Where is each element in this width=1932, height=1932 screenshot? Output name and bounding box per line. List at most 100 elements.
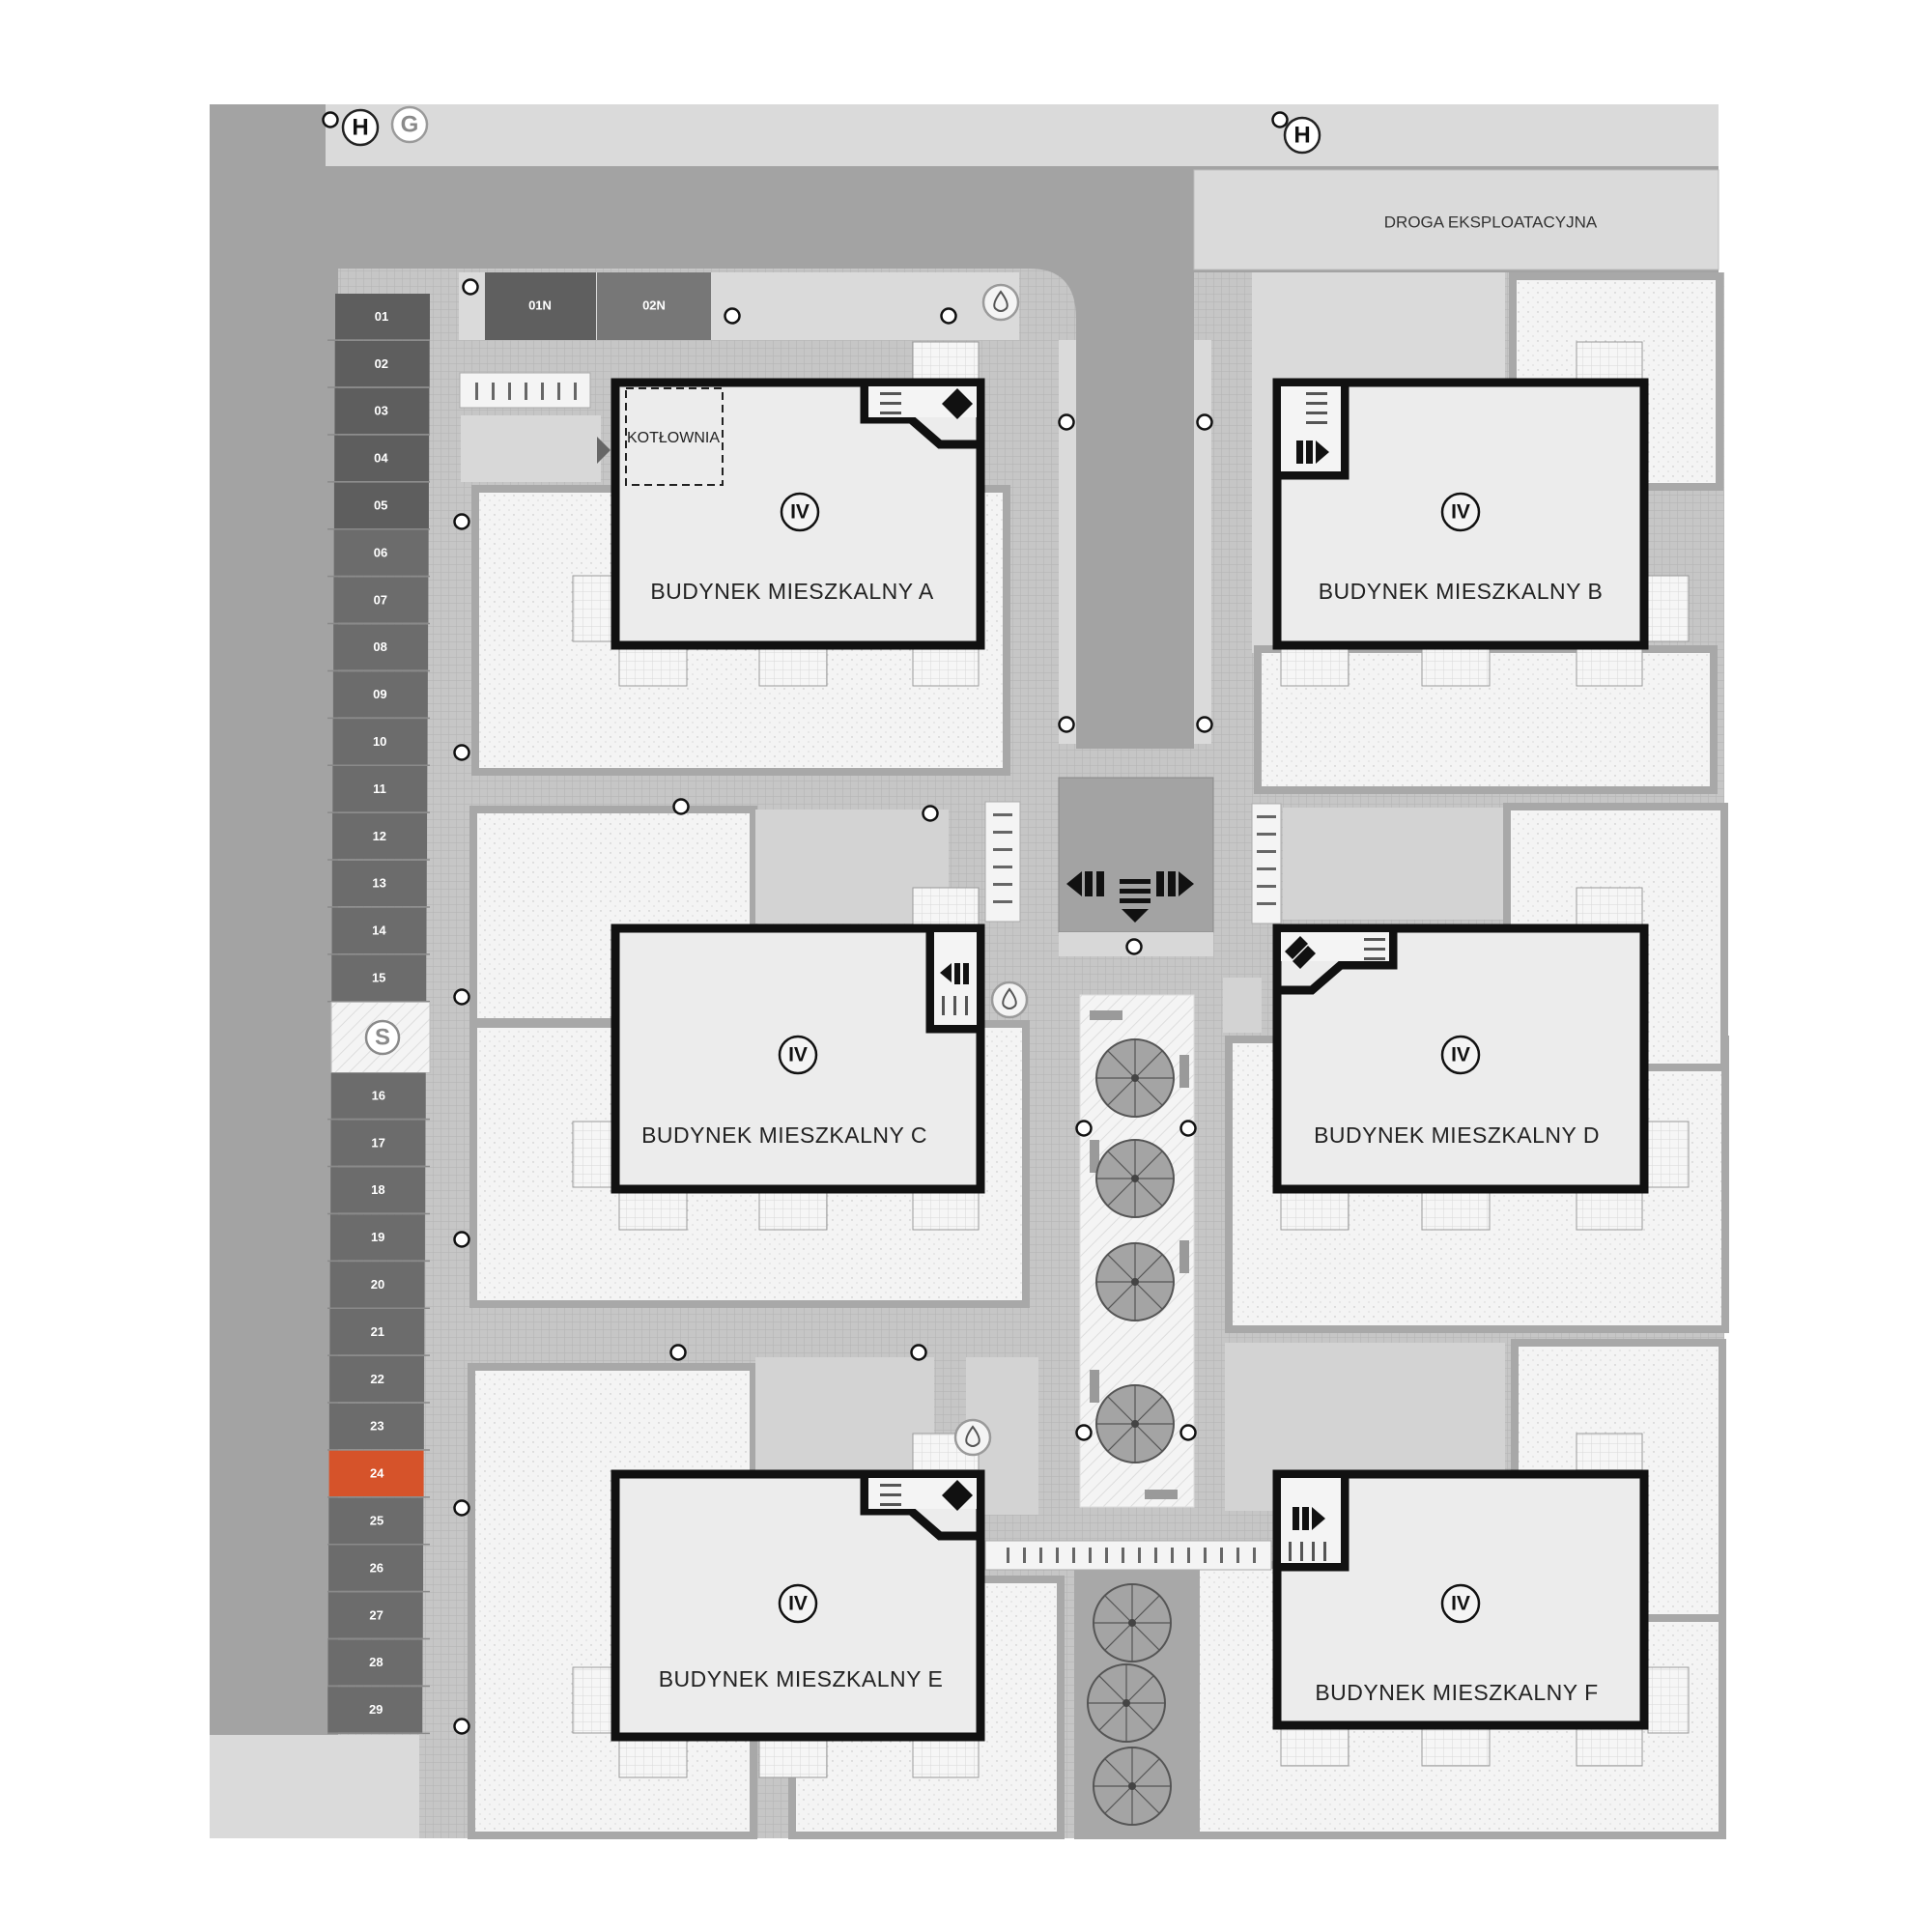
- vehicle-direction-icon: [1066, 871, 1194, 923]
- parking-stall-28[interactable]: 28: [327, 1639, 430, 1688]
- parking-stall-27[interactable]: 27: [327, 1592, 430, 1640]
- lamp-icon: [453, 988, 470, 1006]
- svg-text:19: 19: [371, 1230, 384, 1244]
- svg-text:08: 08: [373, 639, 386, 654]
- lamp-icon: [1058, 716, 1075, 733]
- parking-stall-20[interactable]: 20: [327, 1262, 430, 1309]
- road-label: DROGA EKSPLOATACYJNA: [1384, 213, 1598, 231]
- parking-stall-23[interactable]: 23: [327, 1403, 430, 1451]
- parking-stall-24[interactable]: 24: [327, 1450, 430, 1498]
- floors-badge: [1440, 1035, 1481, 1075]
- lamp-icon: [669, 1344, 687, 1361]
- svg-text:G: G: [401, 111, 419, 137]
- svg-text:22: 22: [370, 1372, 384, 1386]
- lamp-icon: [724, 307, 741, 325]
- hydrant-marker-h1: H: [341, 108, 380, 147]
- top-stall-01N[interactable]: 01N: [485, 272, 596, 340]
- lower-sidewalk: [210, 1735, 419, 1838]
- parking-stall-15[interactable]: 15: [327, 954, 430, 1003]
- parking-stall-11[interactable]: 11: [327, 766, 430, 813]
- parking-stall-26[interactable]: 26: [327, 1545, 430, 1593]
- water-drop-icon: [990, 980, 1029, 1019]
- svg-text:15: 15: [372, 970, 385, 984]
- building-name: BUDYNEK MIESZKALNY E: [659, 1666, 944, 1691]
- svg-text:11: 11: [373, 781, 386, 796]
- boiler-room-entrance-icon: [597, 437, 611, 464]
- parking-stall-04[interactable]: 04: [327, 435, 430, 483]
- parking-stall-17[interactable]: 17: [327, 1120, 430, 1168]
- lamp-icon: [1271, 111, 1289, 128]
- stair-core-e: [860, 1474, 980, 1541]
- building-name: BUDYNEK MIESZKALNY F: [1315, 1680, 1598, 1705]
- svg-text:04: 04: [374, 451, 388, 466]
- parking-stall-06[interactable]: 06: [327, 529, 430, 578]
- lamp-icon: [322, 111, 339, 128]
- bike-rack-c: [984, 801, 1021, 923]
- svg-text:02N: 02N: [642, 298, 666, 312]
- special-stall-icon: [364, 1019, 401, 1056]
- parking-stall-16[interactable]: 16: [327, 1072, 430, 1121]
- building-name: BUDYNEK MIESZKALNY D: [1314, 1122, 1600, 1148]
- tree-icon: [1095, 1242, 1175, 1321]
- svg-text:06: 06: [374, 545, 387, 559]
- floors-label: IV: [790, 501, 810, 524]
- parking-stall-10[interactable]: 10: [327, 719, 430, 766]
- parking-stall-09[interactable]: 09: [327, 671, 430, 720]
- lamp-icon: [1196, 716, 1213, 733]
- parking-stall-01[interactable]: 01: [327, 294, 430, 341]
- parking-stall-22[interactable]: 22: [327, 1355, 430, 1404]
- parking-stall-03[interactable]: 03: [327, 387, 430, 436]
- parking-stall-05[interactable]: 05: [327, 482, 430, 530]
- lamp-icon: [910, 1344, 927, 1361]
- lamp-icon: [672, 798, 690, 815]
- central-road: [1076, 319, 1194, 749]
- bike-rack-d: [1251, 803, 1282, 924]
- parking-stall-12[interactable]: 12: [327, 812, 430, 861]
- boiler-room-outline: [625, 387, 724, 486]
- tree-icon: [1093, 1747, 1172, 1826]
- svg-text:25: 25: [370, 1513, 384, 1527]
- svg-text:09: 09: [373, 687, 386, 701]
- svg-text:01N: 01N: [528, 298, 552, 312]
- parking-stall-08[interactable]: 08: [327, 624, 430, 672]
- tree-icon: [1093, 1583, 1172, 1662]
- hydrant-marker-h2: H: [1283, 116, 1321, 155]
- parking-stall-29[interactable]: 29: [327, 1687, 430, 1735]
- svg-text:H: H: [1293, 122, 1310, 148]
- tree-icon: [1095, 1384, 1175, 1463]
- lamp-icon: [453, 744, 470, 761]
- stall-special-s[interactable]: S: [330, 1002, 431, 1073]
- parking-stall-21[interactable]: 21: [327, 1309, 430, 1356]
- lamp-icon: [453, 1718, 470, 1735]
- parking-stall-25[interactable]: 25: [327, 1497, 430, 1546]
- stair-core-f: [1277, 1474, 1350, 1572]
- lamp-icon: [453, 513, 470, 530]
- parking-stall-07[interactable]: 07: [327, 577, 430, 625]
- lamp-icon: [462, 278, 479, 296]
- parking-stall-02[interactable]: 02: [327, 340, 430, 388]
- svg-text:05: 05: [374, 497, 387, 512]
- parking-stall-13[interactable]: 13: [327, 860, 430, 908]
- floors-label: IV: [788, 1044, 808, 1066]
- floors-label: IV: [1451, 501, 1470, 524]
- top-stall-02N[interactable]: 02N: [597, 272, 711, 340]
- lamp-icon: [1179, 1424, 1197, 1441]
- parking-stall-18[interactable]: 18: [327, 1167, 430, 1215]
- parking-stall-19[interactable]: 19: [327, 1214, 430, 1263]
- stair-core-a: [860, 383, 980, 449]
- svg-text:02: 02: [375, 356, 388, 371]
- svg-text:21: 21: [371, 1324, 384, 1339]
- water-drop-icon: [981, 283, 1020, 322]
- lamp-icon: [1075, 1424, 1093, 1441]
- svg-text:H: H: [352, 114, 368, 140]
- lamp-icon: [1196, 413, 1213, 431]
- parking-stall-14[interactable]: 14: [327, 907, 430, 955]
- svg-text:16: 16: [372, 1088, 385, 1102]
